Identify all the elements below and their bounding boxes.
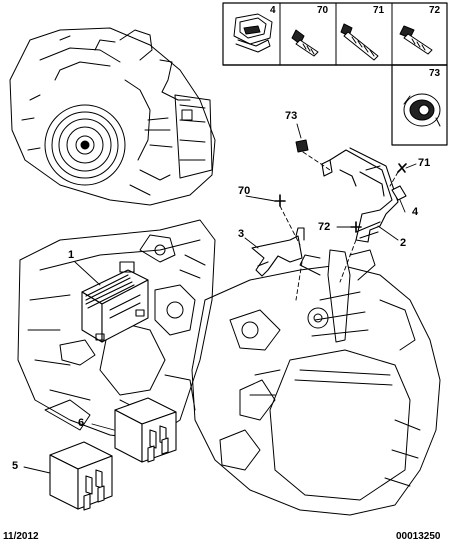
screw-70-part (274, 194, 286, 207)
footer-date: 11/2012 (3, 531, 39, 542)
relay-upper (114, 397, 177, 463)
gearbox-assembly-top (9, 27, 216, 206)
flange-screw-icon (399, 25, 433, 55)
long-screw-icon (340, 23, 379, 61)
callout-70: 70 (238, 185, 251, 197)
parts-inset-table (222, 2, 448, 146)
nut-73-part (295, 139, 309, 153)
bracket-2 (321, 147, 399, 243)
short-screw-icon (291, 29, 319, 57)
control-unit (81, 261, 149, 343)
footer-reference: 00013250 (396, 531, 441, 542)
callout-leaders (23, 123, 417, 474)
callout-72: 72 (318, 221, 331, 233)
callout-6: 6 (78, 417, 85, 429)
nut-icon (403, 93, 441, 127)
clip-icon (233, 13, 273, 53)
bracket-3 (251, 227, 305, 277)
callout-5: 5 (12, 460, 19, 472)
relay-lower (49, 441, 113, 511)
bracket-4 (365, 165, 407, 201)
callout-73: 73 (285, 110, 298, 122)
screw-71-part (397, 163, 407, 173)
screw-72-part (350, 221, 362, 233)
inset-label-73: 73 (429, 68, 441, 79)
gearbox-assembly-bottom (191, 249, 441, 516)
inset-label-72: 72 (429, 5, 441, 16)
callout-3: 3 (238, 228, 245, 240)
callout-1: 1 (68, 249, 75, 261)
inset-label-70: 70 (317, 5, 329, 16)
callout-71: 71 (418, 157, 431, 169)
assembly-guide-lines (279, 151, 399, 301)
callout-2: 2 (400, 237, 407, 249)
callout-4: 4 (412, 206, 419, 218)
inset-label-4: 4 (270, 5, 276, 16)
inset-label-71: 71 (373, 5, 385, 16)
